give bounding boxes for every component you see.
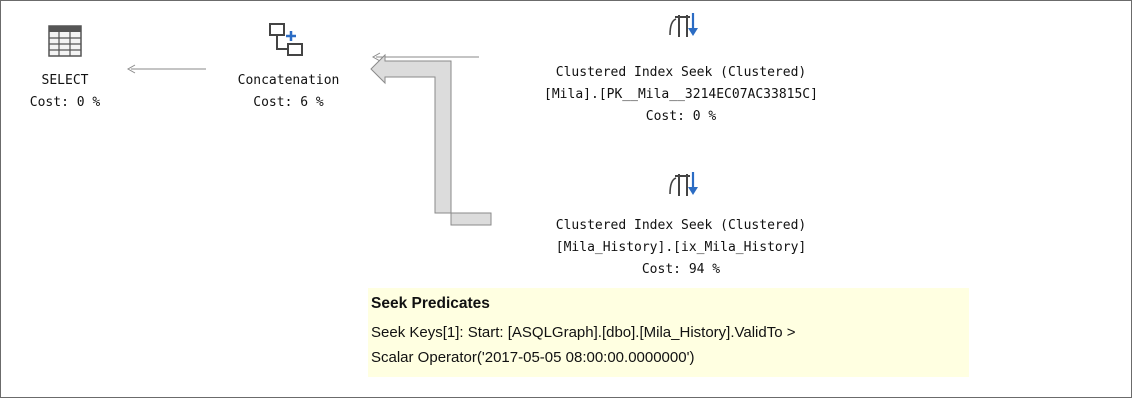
clustered-index-seek-icon (669, 13, 698, 37)
node-seek-bottom-cost: Cost: 94 % (641, 262, 721, 277)
node-concatenation-name: Concatenation (237, 73, 340, 88)
seek-predicates-tooltip: Seek Predicates Seek Keys[1]: Start: [AS… (368, 288, 969, 377)
tooltip-title: Seek Predicates (371, 295, 490, 312)
tooltip-line-2: Scalar Operator('2017-05-05 08:00:00.000… (371, 349, 695, 366)
tooltip-line-1: Seek Keys[1]: Start: [ASQLGraph].[dbo].[… (371, 324, 796, 341)
arrow-seek-top-to-concatenation (371, 52, 479, 62)
arrow-seek-bottom-to-concatenation (370, 53, 492, 226)
node-seek-top-name: Clustered Index Seek (Clustered) (555, 65, 807, 80)
node-select-name: SELECT (41, 73, 89, 88)
node-seek-bottom-object: [Mila_History].[ix_Mila_History] (555, 240, 807, 255)
node-seek-top-object: [Mila].[PK__Mila__3214EC07AC33815C] (544, 87, 818, 102)
node-seek-bottom-name: Clustered Index Seek (Clustered) (555, 218, 807, 233)
node-seek-top-cost: Cost: 0 % (645, 109, 717, 124)
select-table-icon (48, 25, 82, 57)
node-select-cost: Cost: 0 % (29, 95, 101, 110)
concatenation-icon (269, 23, 303, 56)
clustered-index-seek-icon (669, 172, 698, 196)
node-concatenation-cost: Cost: 6 % (253, 95, 324, 110)
arrow-concatenation-to-select (126, 64, 206, 74)
